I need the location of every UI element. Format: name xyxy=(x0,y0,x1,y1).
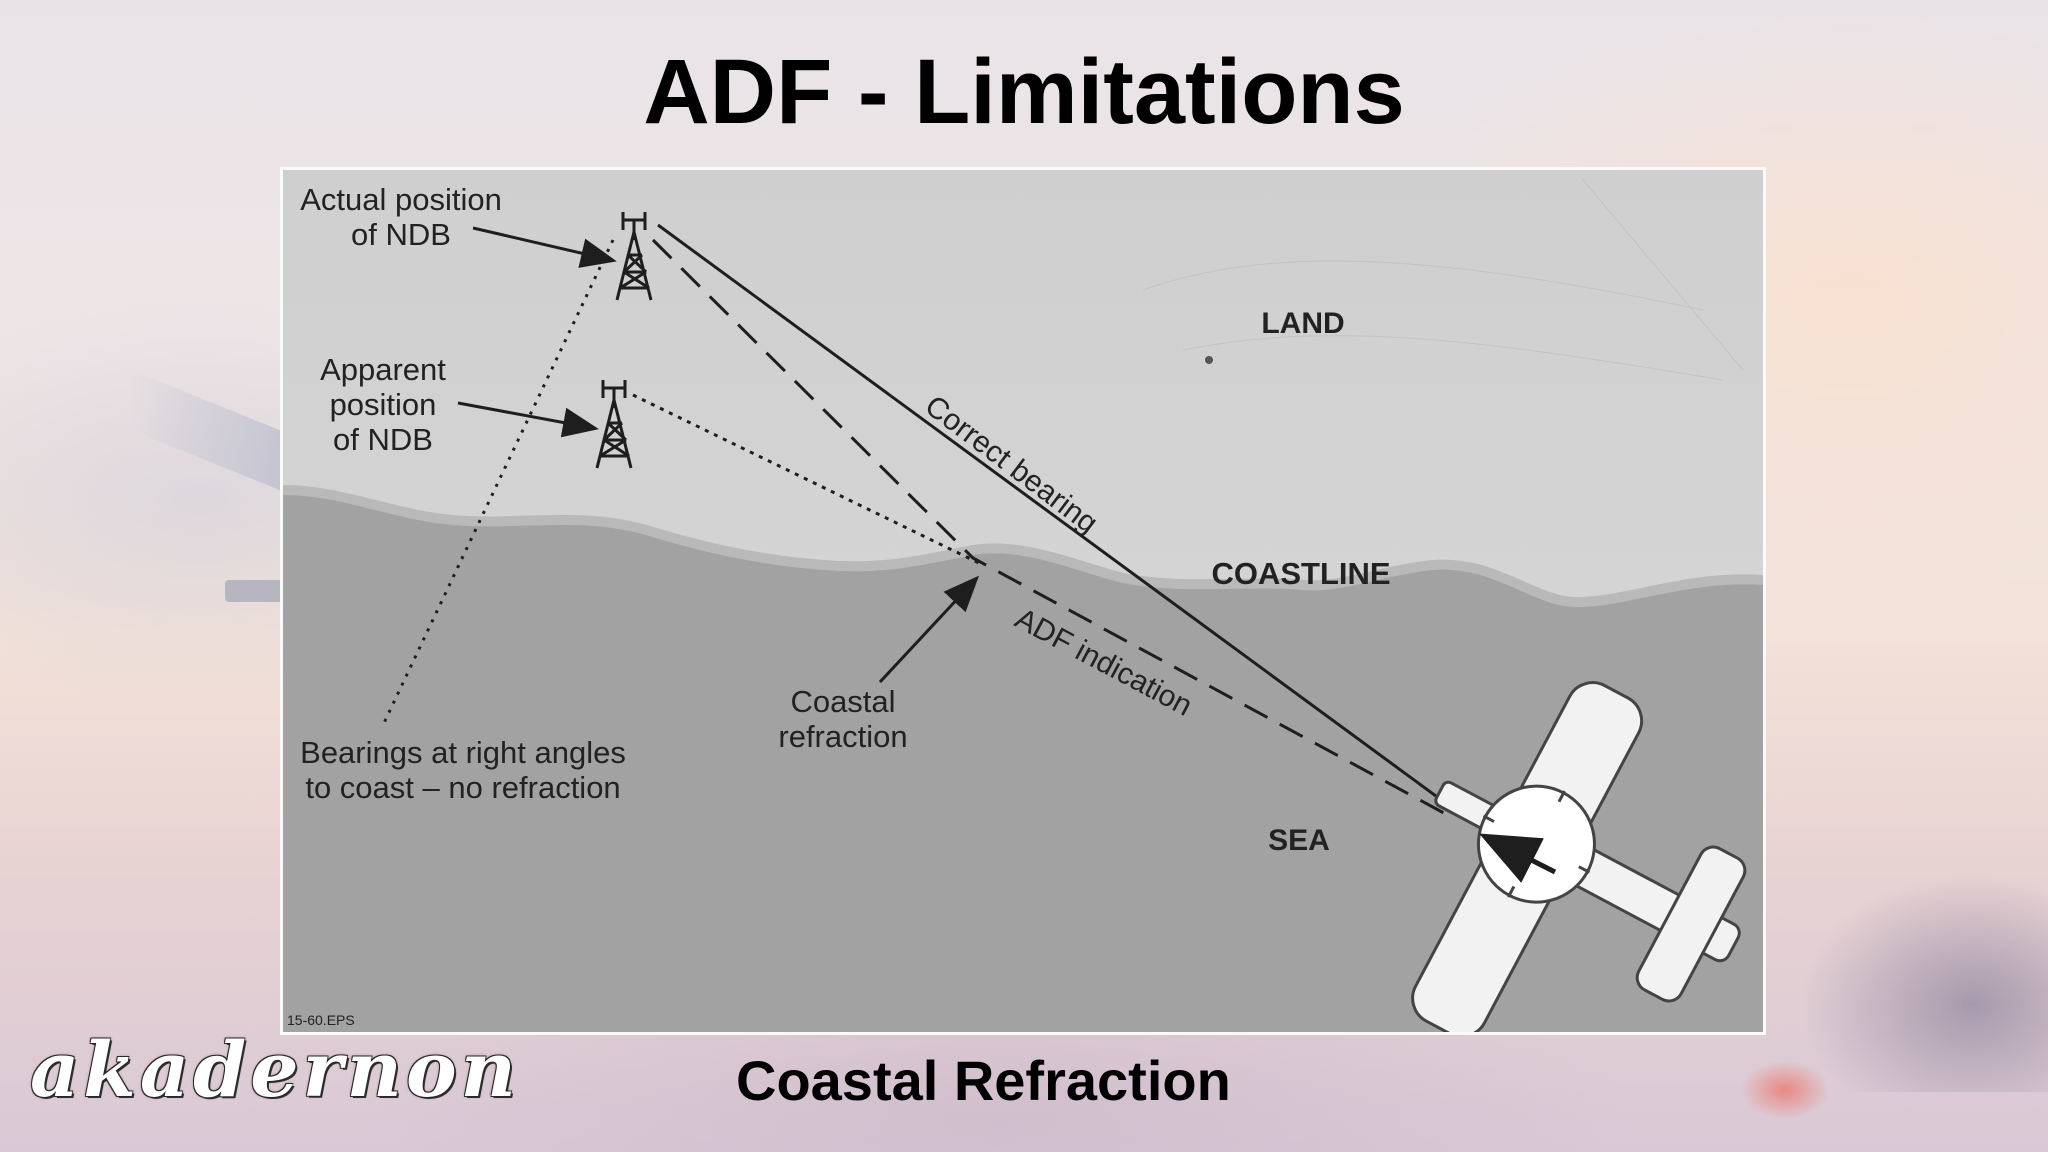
land-texture xyxy=(1142,179,1744,381)
adf-needle xyxy=(1479,833,1557,883)
apparent-position-arrow xyxy=(457,401,599,438)
background-glow-spot xyxy=(1740,1060,1830,1120)
brand-logo: akadernon xyxy=(30,1025,520,1114)
aircraft-tailplane xyxy=(1635,845,1747,1003)
slide-caption: Coastal Refraction xyxy=(736,1049,1231,1112)
sea-area xyxy=(283,490,1763,1032)
coastline xyxy=(283,485,1763,608)
right-angles-label-line1: Bearings at right angles xyxy=(300,735,626,770)
diagram-svg: Actual position of NDB Apparent position… xyxy=(283,170,1763,1032)
figure-id-label: 15-60.EPS xyxy=(287,1012,355,1028)
apparent-position-label-line2: position xyxy=(330,387,437,422)
actual-position-label-line1: Actual position xyxy=(300,182,502,217)
actual-position-label-line2: of NDB xyxy=(351,217,451,252)
coastal-refraction-arrow xyxy=(878,575,980,684)
sea-label: SEA xyxy=(1268,824,1330,857)
land-dot xyxy=(1205,356,1213,364)
coastal-refraction-diagram: Actual position of NDB Apparent position… xyxy=(280,167,1766,1035)
apparent-position-label-line3: of NDB xyxy=(333,422,433,457)
coastal-refraction-label-line2: refraction xyxy=(778,719,907,754)
correct-bearing-line xyxy=(657,223,1456,812)
coastline-label: COASTLINE xyxy=(1211,556,1390,591)
apparent-position-label-line1: Apparent xyxy=(320,352,446,387)
coastal-refraction-label-line1: Coastal xyxy=(790,684,895,719)
adf-indication-line xyxy=(651,238,1454,820)
actual-ndb-tower xyxy=(615,212,653,301)
actual-position-arrow xyxy=(472,226,617,268)
apparent-ndb-tower xyxy=(595,380,633,469)
right-angles-label-line2: to coast – no refraction xyxy=(305,770,620,805)
land-label: LAND xyxy=(1261,307,1344,340)
slide-title: ADF - Limitations xyxy=(643,41,1405,143)
background-cloud xyxy=(1798,872,2048,1092)
